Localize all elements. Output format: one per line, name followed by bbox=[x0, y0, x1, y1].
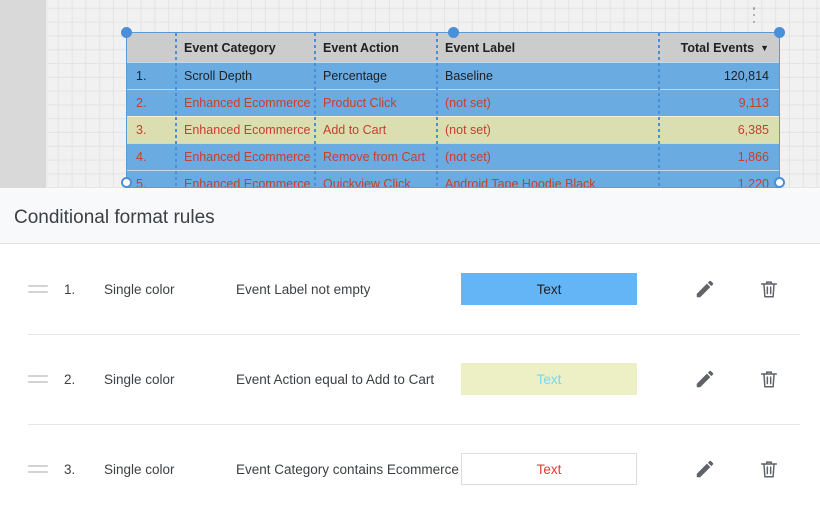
canvas-bottom-edge bbox=[0, 188, 820, 192]
conditional-format-rules-dialog: Conditional format rules 1. Single color… bbox=[0, 192, 820, 524]
cell-index: 2. bbox=[136, 95, 147, 110]
report-table[interactable]: Event Category Event Action Event Label … bbox=[126, 32, 780, 188]
selection-handle-top-right[interactable] bbox=[774, 27, 785, 38]
sort-desc-icon[interactable]: ▼ bbox=[760, 42, 769, 53]
rule-condition: Event Category contains Ecommerce bbox=[236, 461, 459, 477]
header-cell-total-events[interactable]: Total Events ▼ bbox=[659, 33, 779, 62]
rule-actions bbox=[693, 457, 781, 481]
column-divider[interactable] bbox=[436, 33, 438, 187]
rule-color-preview[interactable]: Text bbox=[461, 453, 637, 485]
rule-type: Single color bbox=[104, 461, 175, 477]
selection-handle-top-left[interactable] bbox=[121, 27, 132, 38]
cell-total-events: 120,814 bbox=[723, 68, 769, 83]
table-row[interactable]: 3. Enhanced Ecommerce Add to Cart (not s… bbox=[127, 116, 779, 143]
cell-event-action: Remove from Cart bbox=[323, 149, 426, 164]
column-divider[interactable] bbox=[658, 33, 660, 187]
header-cell-event-category[interactable]: Event Category bbox=[184, 40, 276, 55]
cell-event-label: (not set) bbox=[445, 122, 491, 137]
rule-row[interactable]: 2. Single color Event Action equal to Ad… bbox=[0, 334, 820, 424]
rule-type: Single color bbox=[104, 371, 175, 387]
cell-total-events: 9,113 bbox=[738, 95, 769, 110]
cell-event-label: (not set) bbox=[445, 149, 491, 164]
cell-index: 1. bbox=[136, 68, 147, 83]
cell-event-category: Enhanced Ecommerce bbox=[184, 176, 311, 188]
cell-index: 3. bbox=[136, 122, 147, 137]
edit-rule-button[interactable] bbox=[693, 367, 717, 391]
cell-index: 5. bbox=[136, 176, 147, 188]
cell-event-action: Product Click bbox=[323, 95, 397, 110]
drag-handle-icon[interactable] bbox=[28, 465, 48, 473]
delete-rule-button[interactable] bbox=[757, 457, 781, 481]
rule-type: Single color bbox=[104, 281, 175, 297]
column-divider[interactable] bbox=[314, 33, 316, 187]
rule-index: 3. bbox=[64, 461, 76, 477]
header-cell-event-action[interactable]: Event Action bbox=[323, 40, 399, 55]
rail-edge bbox=[46, 0, 48, 192]
cell-event-category: Enhanced Ecommerce bbox=[184, 95, 311, 110]
header-cell-index bbox=[127, 33, 176, 62]
rule-row[interactable]: 1. Single color Event Label not empty Te… bbox=[0, 244, 820, 334]
drag-handle-icon[interactable] bbox=[28, 375, 48, 383]
pencil-icon bbox=[696, 280, 714, 298]
header-cell-event-label[interactable]: Event Label bbox=[445, 40, 516, 55]
rules-list: 1. Single color Event Label not empty Te… bbox=[0, 244, 820, 514]
pencil-icon bbox=[696, 370, 714, 388]
report-canvas: Event Category Event Action Event Label … bbox=[0, 0, 820, 192]
cell-event-action: Percentage bbox=[323, 68, 387, 83]
cell-event-category: Scroll Depth bbox=[184, 68, 253, 83]
dialog-title: Conditional format rules bbox=[14, 206, 215, 228]
selection-handle-top-center[interactable] bbox=[448, 27, 459, 38]
cell-event-category: Enhanced Ecommerce bbox=[184, 122, 311, 137]
delete-rule-button[interactable] bbox=[757, 367, 781, 391]
rule-condition: Event Action equal to Add to Cart bbox=[236, 371, 435, 387]
table-row[interactable]: 2. Enhanced Ecommerce Product Click (not… bbox=[127, 89, 779, 116]
rule-actions bbox=[693, 367, 781, 391]
cell-event-label: Baseline bbox=[445, 68, 493, 83]
selection-handle-bottom-left[interactable] bbox=[121, 177, 132, 188]
left-rail bbox=[0, 0, 46, 192]
edit-rule-button[interactable] bbox=[693, 457, 717, 481]
rule-index: 1. bbox=[64, 281, 76, 297]
rule-row[interactable]: 3. Single color Event Category contains … bbox=[0, 424, 820, 514]
cell-event-label: Android Tape Hoodie Black bbox=[445, 176, 596, 188]
dialog-header: Conditional format rules bbox=[0, 192, 820, 244]
header-total-events-label: Total Events bbox=[680, 40, 755, 55]
trash-icon bbox=[760, 371, 778, 388]
table-row[interactable]: 1. Scroll Depth Percentage Baseline 120,… bbox=[127, 62, 779, 89]
rule-index: 2. bbox=[64, 371, 76, 387]
cell-index: 4. bbox=[136, 149, 147, 164]
trash-icon bbox=[760, 281, 778, 298]
table-row[interactable]: 5. Enhanced Ecommerce Quickview Click An… bbox=[127, 170, 779, 188]
trash-icon bbox=[760, 461, 778, 478]
table-row[interactable]: 4. Enhanced Ecommerce Remove from Cart (… bbox=[127, 143, 779, 170]
cell-event-action: Add to Cart bbox=[323, 122, 387, 137]
cell-total-events: 1,220 bbox=[737, 176, 769, 188]
rule-color-preview[interactable]: Text bbox=[461, 273, 637, 305]
table-header-row: Event Category Event Action Event Label … bbox=[127, 33, 779, 62]
rule-condition: Event Label not empty bbox=[236, 281, 371, 297]
cell-event-label: (not set) bbox=[445, 95, 491, 110]
rule-color-preview[interactable]: Text bbox=[461, 363, 637, 395]
edit-rule-button[interactable] bbox=[693, 277, 717, 301]
drag-handle-icon[interactable] bbox=[28, 285, 48, 293]
rule-actions bbox=[693, 277, 781, 301]
delete-rule-button[interactable] bbox=[757, 277, 781, 301]
cell-total-events: 1,866 bbox=[737, 149, 769, 164]
more-vert-icon[interactable] bbox=[748, 4, 760, 26]
selection-handle-bottom-right[interactable] bbox=[774, 177, 785, 188]
pencil-icon bbox=[696, 460, 714, 478]
cell-total-events: 6,385 bbox=[737, 122, 769, 137]
cell-event-action: Quickview Click bbox=[323, 176, 411, 188]
column-divider[interactable] bbox=[175, 33, 177, 187]
cell-event-category: Enhanced Ecommerce bbox=[184, 149, 311, 164]
